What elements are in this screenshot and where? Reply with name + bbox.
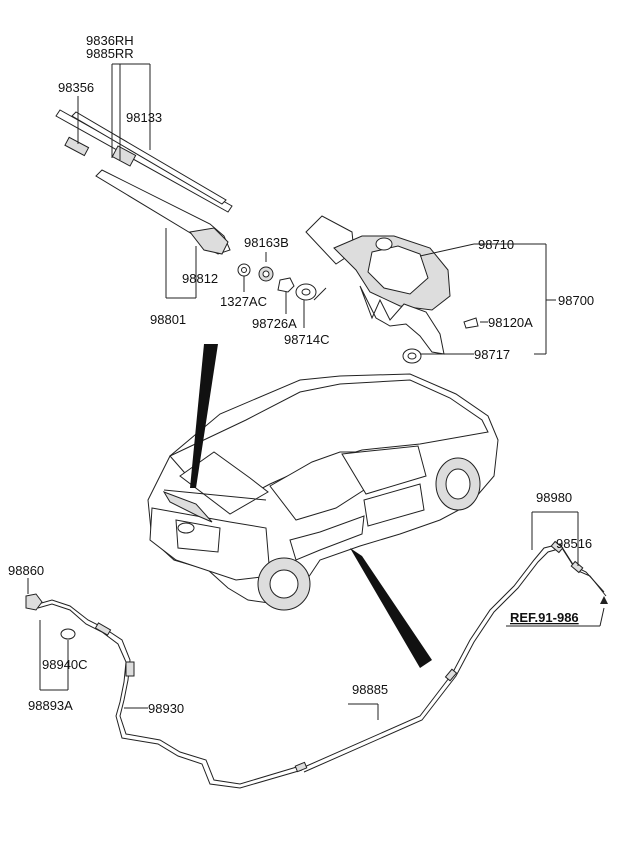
washer-hose bbox=[25, 540, 607, 789]
label-98885: 98885 bbox=[352, 682, 388, 697]
label-98717: 98717 bbox=[474, 347, 510, 362]
pointer-wedge-motor bbox=[190, 344, 218, 488]
car-illustration bbox=[147, 373, 499, 611]
leader-lines-motor bbox=[419, 243, 556, 355]
wiper-blade-assembly bbox=[55, 109, 233, 255]
label-98516: 98516 bbox=[556, 536, 592, 551]
label-98700: 98700 bbox=[558, 293, 594, 308]
label-98980: 98980 bbox=[536, 490, 572, 505]
label-98812: 98812 bbox=[182, 271, 218, 286]
leader-lines-top-left bbox=[77, 63, 197, 299]
label-1327AC: 1327AC bbox=[220, 294, 267, 309]
label-98356: 98356 bbox=[58, 80, 94, 95]
label-98940C: 98940C bbox=[42, 657, 88, 672]
label-98710: 98710 bbox=[478, 237, 514, 252]
label-ref-91-986: REF.91-986 bbox=[510, 610, 579, 625]
label-98133: 98133 bbox=[126, 110, 162, 125]
label-9885RR: 9885RR bbox=[86, 46, 134, 61]
label-98120A: 98120A bbox=[488, 315, 533, 330]
part-labels: 9836RH 9885RR 98356 98133 98163B 98812 1… bbox=[8, 33, 594, 716]
leader-lines-bottom bbox=[27, 511, 608, 720]
label-98163B: 98163B bbox=[244, 235, 289, 250]
label-98860: 98860 bbox=[8, 563, 44, 578]
wiper-motor bbox=[305, 215, 479, 364]
pointer-wedge-hose bbox=[350, 548, 432, 668]
label-98726A: 98726A bbox=[252, 316, 297, 331]
label-9836RH: 9836RH bbox=[86, 33, 134, 48]
label-98930: 98930 bbox=[148, 701, 184, 716]
label-98801: 98801 bbox=[150, 312, 186, 327]
label-98714C: 98714C bbox=[284, 332, 330, 347]
hardware-parts bbox=[237, 252, 327, 328]
label-98893A: 98893A bbox=[28, 698, 73, 713]
